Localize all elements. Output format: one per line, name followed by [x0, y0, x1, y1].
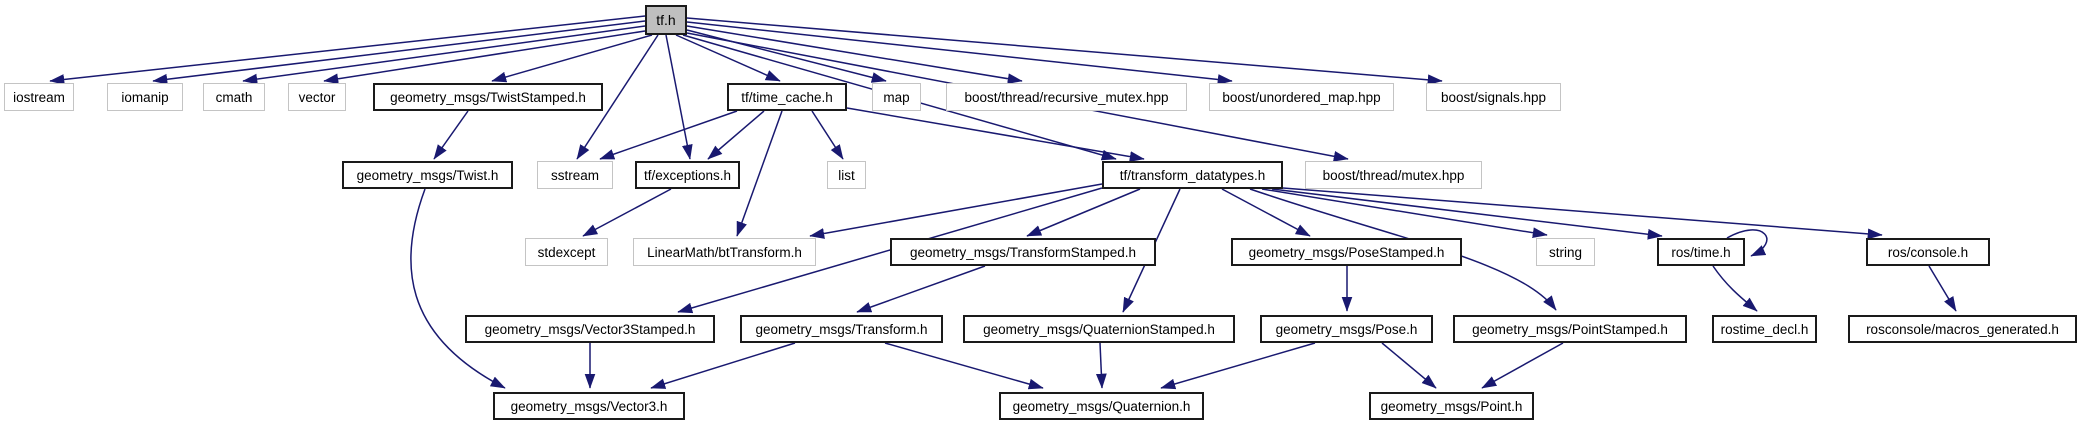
edge-ros-time-self-loop — [1726, 229, 1768, 257]
edge-ros-console-to-macros-generated — [1928, 265, 1957, 312]
edge-tf-h-to-map — [686, 29, 887, 83]
node-transformstamped[interactable]: geometry_msgs/TransformStamped.h — [890, 238, 1156, 266]
edge-transform-to-vector3 — [650, 342, 796, 389]
node-ros-console[interactable]: ros/console.h — [1866, 238, 1990, 266]
edge-time-cache-to-datatypes — [846, 107, 1145, 162]
node-pose[interactable]: geometry_msgs/Pose.h — [1260, 315, 1433, 343]
edge-tf-h-to-recursive-mutex — [686, 25, 1023, 85]
node-pointstamped[interactable]: geometry_msgs/PointStamped.h — [1453, 315, 1687, 343]
node-cmath: cmath — [203, 83, 265, 111]
node-twiststamped[interactable]: geometry_msgs/TwistStamped.h — [373, 83, 603, 111]
node-quaternionstamped[interactable]: geometry_msgs/QuaternionStamped.h — [963, 315, 1235, 343]
edge-time-cache-to-sstream — [599, 110, 738, 160]
node-transform[interactable]: geometry_msgs/Transform.h — [740, 315, 943, 343]
edge-datatypes-to-posestamped — [1221, 188, 1311, 237]
node-recursive-mutex: boost/thread/recursive_mutex.hpp — [946, 83, 1187, 111]
edge-tf-h-to-iostream — [49, 15, 646, 85]
edge-tf-h-to-vector — [323, 30, 646, 85]
edge-datatypes-to-ros-time — [1271, 188, 1663, 240]
node-time-cache[interactable]: tf/time_cache.h — [727, 83, 847, 111]
edge-transform-to-quaternion — [884, 342, 1044, 390]
edge-pose-to-point — [1381, 342, 1437, 389]
node-twist[interactable]: geometry_msgs/Twist.h — [342, 161, 513, 189]
node-tf-h: tf.h — [645, 5, 687, 35]
edge-datatypes-to-transformstamped — [1026, 188, 1141, 237]
node-vector3stamped[interactable]: geometry_msgs/Vector3Stamped.h — [465, 315, 715, 343]
node-stdexcept: stdexcept — [525, 238, 608, 266]
node-quaternion[interactable]: geometry_msgs/Quaternion.h — [999, 392, 1204, 420]
edge-tf-h-to-unordered-map — [686, 21, 1233, 85]
edge-datatypes-to-ros-console — [1282, 187, 1883, 240]
node-transform-datatypes[interactable]: tf/transform_datatypes.h — [1102, 161, 1283, 189]
edge-time-cache-to-bttransform — [736, 110, 783, 237]
edge-exceptions-to-stdexcept — [582, 188, 672, 237]
node-thread-mutex: boost/thread/mutex.hpp — [1305, 161, 1482, 189]
node-point[interactable]: geometry_msgs/Point.h — [1369, 392, 1534, 420]
edge-tf-h-to-signals — [686, 17, 1443, 86]
node-ros-time[interactable]: ros/time.h — [1657, 238, 1745, 266]
edge-pointstamped-to-point — [1481, 342, 1564, 389]
node-rostime-decl[interactable]: rostime_decl.h — [1712, 315, 1817, 343]
edge-quaternionstamped-to-quaternion — [1095, 342, 1107, 389]
node-list: list — [827, 161, 866, 189]
edge-twist-to-vector3 — [410, 188, 506, 389]
node-iostream: iostream — [4, 83, 74, 111]
edge-tf-h-to-cmath — [242, 25, 646, 85]
edge-tf-h-to-twiststamped — [491, 34, 653, 83]
edge-datatypes-to-bttransform — [809, 183, 1103, 239]
edge-pose-to-quaternion — [1160, 342, 1316, 390]
edge-tf-h-to-exceptions — [665, 34, 693, 160]
node-signals: boost/signals.hpp — [1426, 83, 1561, 111]
node-string: string — [1536, 238, 1595, 266]
edge-tf-h-to-time-cache — [675, 34, 781, 82]
edge-time-cache-to-list — [811, 110, 844, 160]
node-posestamped[interactable]: geometry_msgs/PoseStamped.h — [1231, 238, 1462, 266]
node-exceptions[interactable]: tf/exceptions.h — [635, 161, 740, 189]
node-macros-generated[interactable]: rosconsole/macros_generated.h — [1848, 315, 2077, 343]
edge-tf-h-to-sstream — [576, 34, 659, 160]
node-iomanip: iomanip — [107, 83, 183, 111]
node-sstream: sstream — [537, 161, 613, 189]
edge-ros-time-to-rostime-decl — [1712, 265, 1758, 312]
edge-datatypes-to-string — [1261, 188, 1548, 239]
node-unordered-map: boost/unordered_map.hpp — [1209, 83, 1394, 111]
node-vector: vector — [288, 83, 346, 111]
edge-tf-h-to-iomanip — [152, 20, 646, 85]
edge-transformstamped-to-transform — [856, 265, 986, 313]
node-vector3[interactable]: geometry_msgs/Vector3.h — [493, 392, 685, 420]
node-map: map — [872, 83, 921, 111]
edge-twiststamped-to-twist — [433, 110, 469, 160]
edge-time-cache-to-exceptions — [707, 110, 765, 160]
node-bttransform: LinearMath/btTransform.h — [633, 238, 816, 266]
